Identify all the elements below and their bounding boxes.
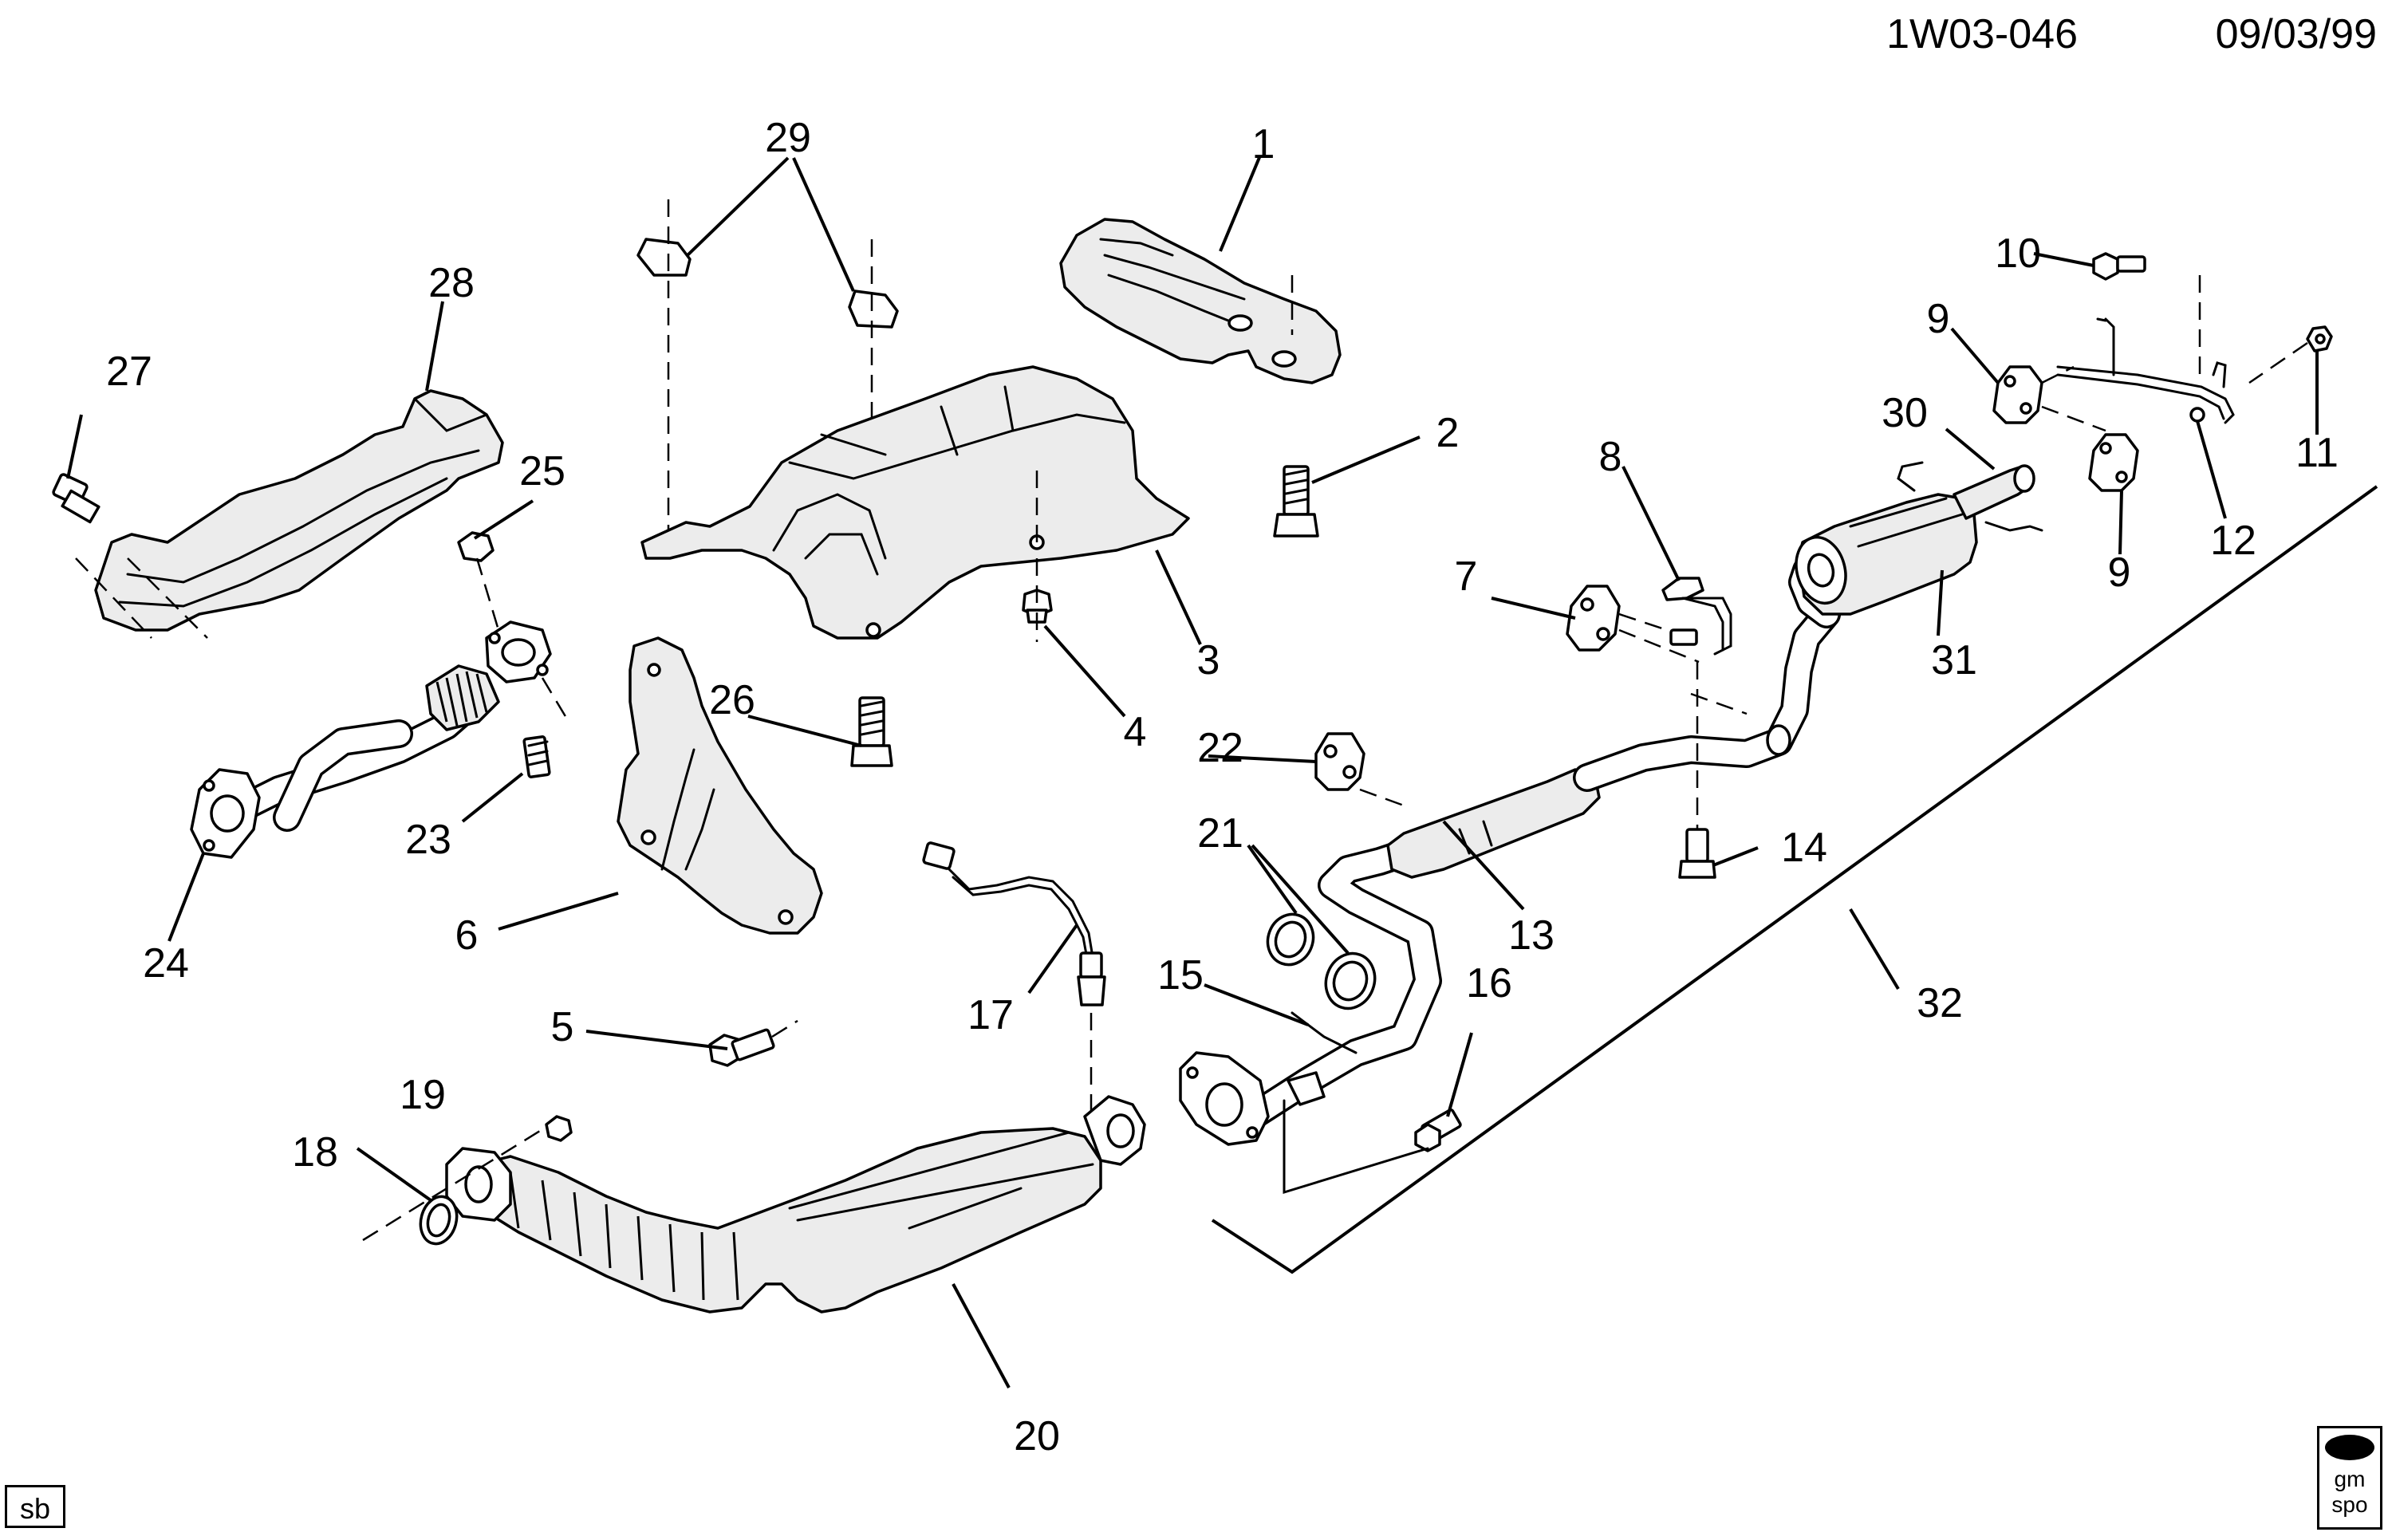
callout-1: 1 <box>1252 121 1275 167</box>
callout-17: 17 <box>967 992 1014 1038</box>
callout-19: 19 <box>400 1072 446 1118</box>
callout-14: 14 <box>1781 825 1827 871</box>
callout-26: 26 <box>709 677 755 723</box>
callout-5: 5 <box>551 1004 574 1050</box>
callout-11: 11 <box>2295 430 2339 476</box>
gm-oval-mark <box>2325 1435 2374 1460</box>
diagram-id: 1W03-046 <box>1886 11 2078 57</box>
part-28-heat-shield <box>75 389 504 639</box>
callout-labels: 1 2 3 4 5 6 7 8 9 9 10 11 12 13 14 15 16… <box>106 115 2339 1459</box>
callout-32: 32 <box>1917 980 1963 1026</box>
callout-18: 18 <box>292 1129 338 1176</box>
callout-10: 10 <box>1995 230 2041 277</box>
part-13-intermediate-pipe <box>1179 600 1841 1146</box>
logo-line-1: gm <box>2334 1467 2366 1491</box>
part-9-hanger-upper <box>1992 365 2106 432</box>
part-25-nut <box>457 531 500 631</box>
part-14-bolt <box>1678 662 1716 879</box>
callout-22: 22 <box>1197 725 1243 771</box>
callout-3: 3 <box>1197 637 1220 683</box>
callout-12: 12 <box>2210 518 2256 564</box>
part-3-heat-shield <box>640 365 1190 640</box>
callout-2: 2 <box>1436 410 1460 456</box>
part-26-bolt <box>850 696 893 767</box>
callout-7: 7 <box>1455 553 1478 600</box>
part-8-bracket <box>1661 577 1732 656</box>
part-18-gasket <box>419 1195 459 1246</box>
callout-30: 30 <box>1882 390 1928 436</box>
part-6-heat-shield <box>617 636 823 935</box>
callout-9-lower: 9 <box>2108 549 2131 596</box>
diagram-date: 09/03/99 <box>2216 11 2377 57</box>
part-17-oxygen-sensor <box>922 841 1106 1132</box>
callout-27: 27 <box>106 349 152 395</box>
part-19-nut <box>545 1115 573 1142</box>
callout-29: 29 <box>765 115 811 161</box>
part-21-gaskets <box>1266 912 1377 1010</box>
callout-15: 15 <box>1157 952 1204 998</box>
part-10-bolt <box>2092 252 2201 375</box>
callout-31: 31 <box>1931 637 1977 683</box>
callout-6: 6 <box>455 912 479 959</box>
part-23-stud <box>522 735 551 778</box>
callout-16: 16 <box>1466 960 1512 1006</box>
callout-24: 24 <box>143 940 189 987</box>
callout-4: 4 <box>1124 709 1147 755</box>
part-29-clip-left <box>636 199 692 542</box>
callout-23: 23 <box>405 817 451 863</box>
part-20-catalytic-converter <box>362 1095 1146 1314</box>
gm-spo-logo: gm spo <box>2317 1426 2382 1530</box>
part-9-hanger-lower <box>2088 433 2139 492</box>
callout-28: 28 <box>428 260 475 306</box>
part-31-muffler <box>1788 461 2043 628</box>
corner-tag-text: sb <box>19 1492 51 1525</box>
part-27-bolt <box>52 473 100 524</box>
part-7-hanger <box>1566 585 1700 664</box>
part-32-assembly-bracket <box>1211 485 2378 1274</box>
callout-25: 25 <box>519 448 565 494</box>
callout-8: 8 <box>1599 434 1622 480</box>
part-5-bolt <box>708 1019 798 1067</box>
part-24-front-pipe <box>190 620 568 859</box>
part-2-bolt <box>1273 465 1319 538</box>
callout-21: 21 <box>1197 810 1243 857</box>
part-15-bracket <box>1291 1011 1358 1054</box>
corner-tag-box: sb <box>5 1485 65 1528</box>
callout-13: 13 <box>1508 912 1555 959</box>
leader-32 <box>1849 908 1900 991</box>
logo-line-2: spo <box>2331 1492 2368 1517</box>
callout-20: 20 <box>1014 1413 1060 1459</box>
part-1-heat-shield <box>1059 218 1342 384</box>
callout-9-upper: 9 <box>1927 296 1950 342</box>
part-12-bracket <box>2056 317 2235 424</box>
part-16-bolt <box>1283 1099 1462 1195</box>
leader-lines <box>66 155 2319 1388</box>
part-4-nut <box>1022 558 1053 642</box>
part-11-nut <box>2248 325 2333 384</box>
part-22-hanger <box>1314 732 1405 807</box>
